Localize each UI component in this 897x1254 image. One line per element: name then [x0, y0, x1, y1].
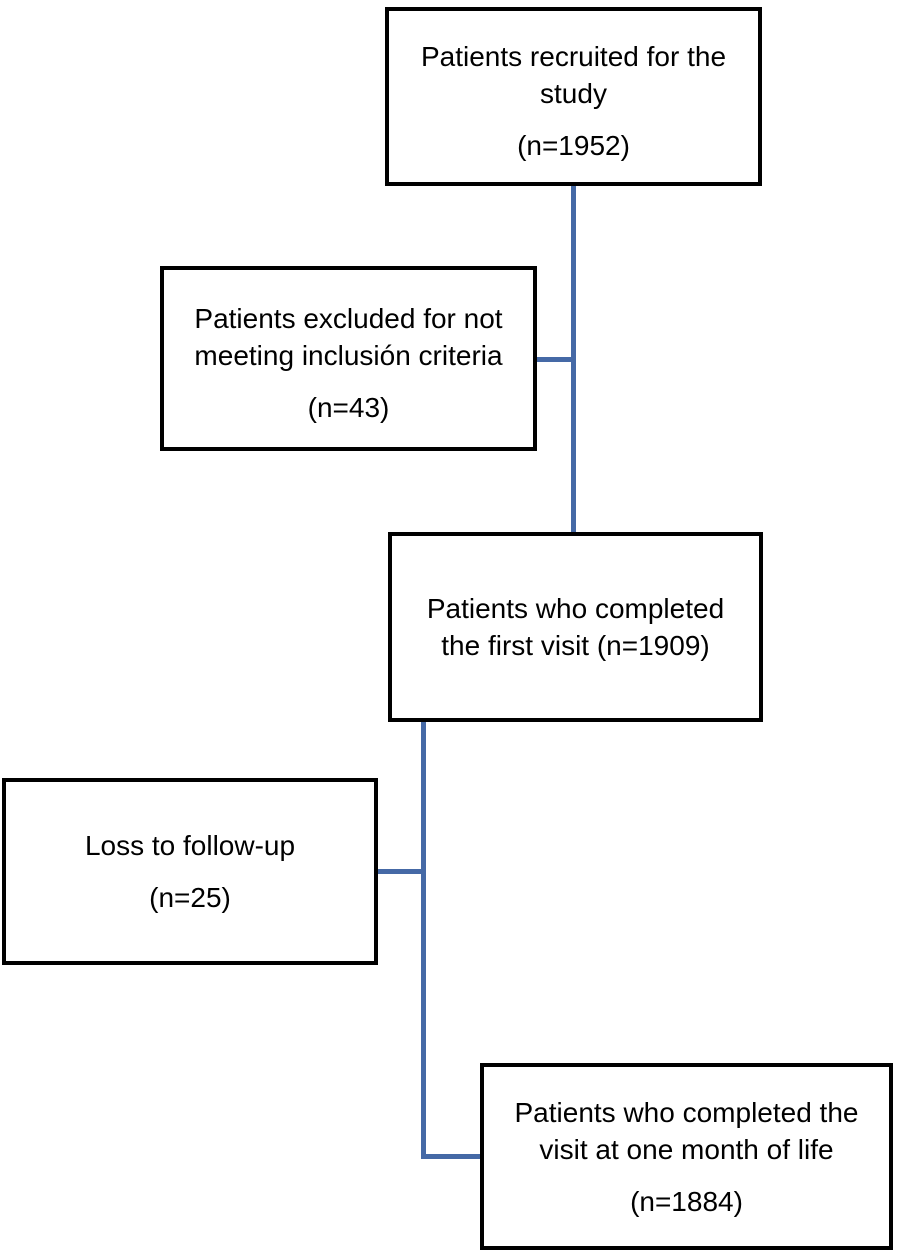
box-text-line: Loss to follow-up [84, 830, 296, 861]
connector-first-visit-to-one-month [421, 722, 426, 1159]
box-text-line: the first visit (n=1909) [441, 630, 710, 661]
sample-size: (n=1952) [517, 130, 630, 161]
box-text-line: visit at one month of life [539, 1133, 834, 1165]
sample-size: (n=25) [149, 882, 231, 913]
flow-box-one-month-visit: Patients who completed the visit at one … [480, 1063, 893, 1250]
sample-size: (n=43) [307, 392, 390, 423]
box-text-line: Patients recruited for the [420, 41, 727, 72]
flow-box-loss-to-follow-up: Loss to follow-up (n=25) [2, 778, 378, 965]
box-text-line: study [540, 78, 607, 109]
connector-loss-branch [378, 869, 425, 874]
box-text-line: Patients who completed [426, 593, 725, 624]
flow-box-first-visit: Patients who completed the first visit (… [388, 532, 763, 722]
connector-elbow-to-one-month [421, 1154, 480, 1159]
box-text-line: Patients excluded for not [194, 303, 503, 334]
box-text-line: meeting inclusión criteria [194, 340, 503, 371]
connector-excluded-branch [537, 357, 575, 362]
sample-size: (n=1884) [630, 1185, 743, 1217]
flow-box-excluded: Patients excluded for not meeting inclus… [160, 266, 537, 451]
box-text-line: Patients who completed the [514, 1096, 859, 1128]
flow-box-recruited: Patients recruited for the study (n=1952… [385, 7, 762, 186]
